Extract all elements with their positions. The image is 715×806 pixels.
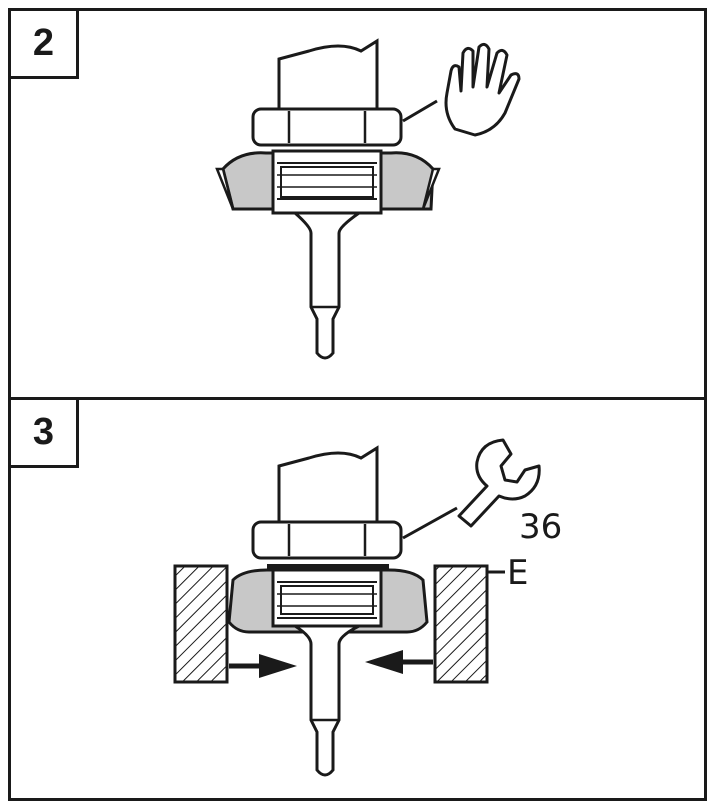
- hex-nut: [251, 107, 403, 147]
- step-3-illustration: E 36: [173, 438, 562, 777]
- sensor-probe: [289, 624, 360, 777]
- sensor-housing: [277, 38, 379, 113]
- step-3-panel: 3: [8, 397, 707, 801]
- sensor-probe: [291, 211, 364, 360]
- step-number-2: 2: [11, 11, 79, 79]
- step-number-3: 3: [11, 400, 79, 468]
- clamp-block-right: [433, 564, 489, 684]
- seal-ring-e: [267, 564, 389, 570]
- arrow-right-icon: [229, 654, 297, 678]
- thread-section: [271, 568, 383, 628]
- step-2-illustration: [215, 38, 521, 360]
- part-label-e: E: [507, 553, 528, 593]
- step-2-panel: 2: [8, 8, 707, 400]
- leader-line: [402, 99, 438, 123]
- leader-line: [402, 506, 458, 540]
- sensor-housing: [277, 445, 379, 526]
- arrow-left-icon: [365, 650, 433, 674]
- hand-icon: [444, 42, 521, 137]
- wrench-size-label: 36: [519, 507, 562, 547]
- thread-section: [271, 149, 383, 215]
- clamp-block-left: [173, 564, 229, 684]
- hex-nut: [251, 520, 403, 560]
- wrench-icon: [457, 438, 541, 528]
